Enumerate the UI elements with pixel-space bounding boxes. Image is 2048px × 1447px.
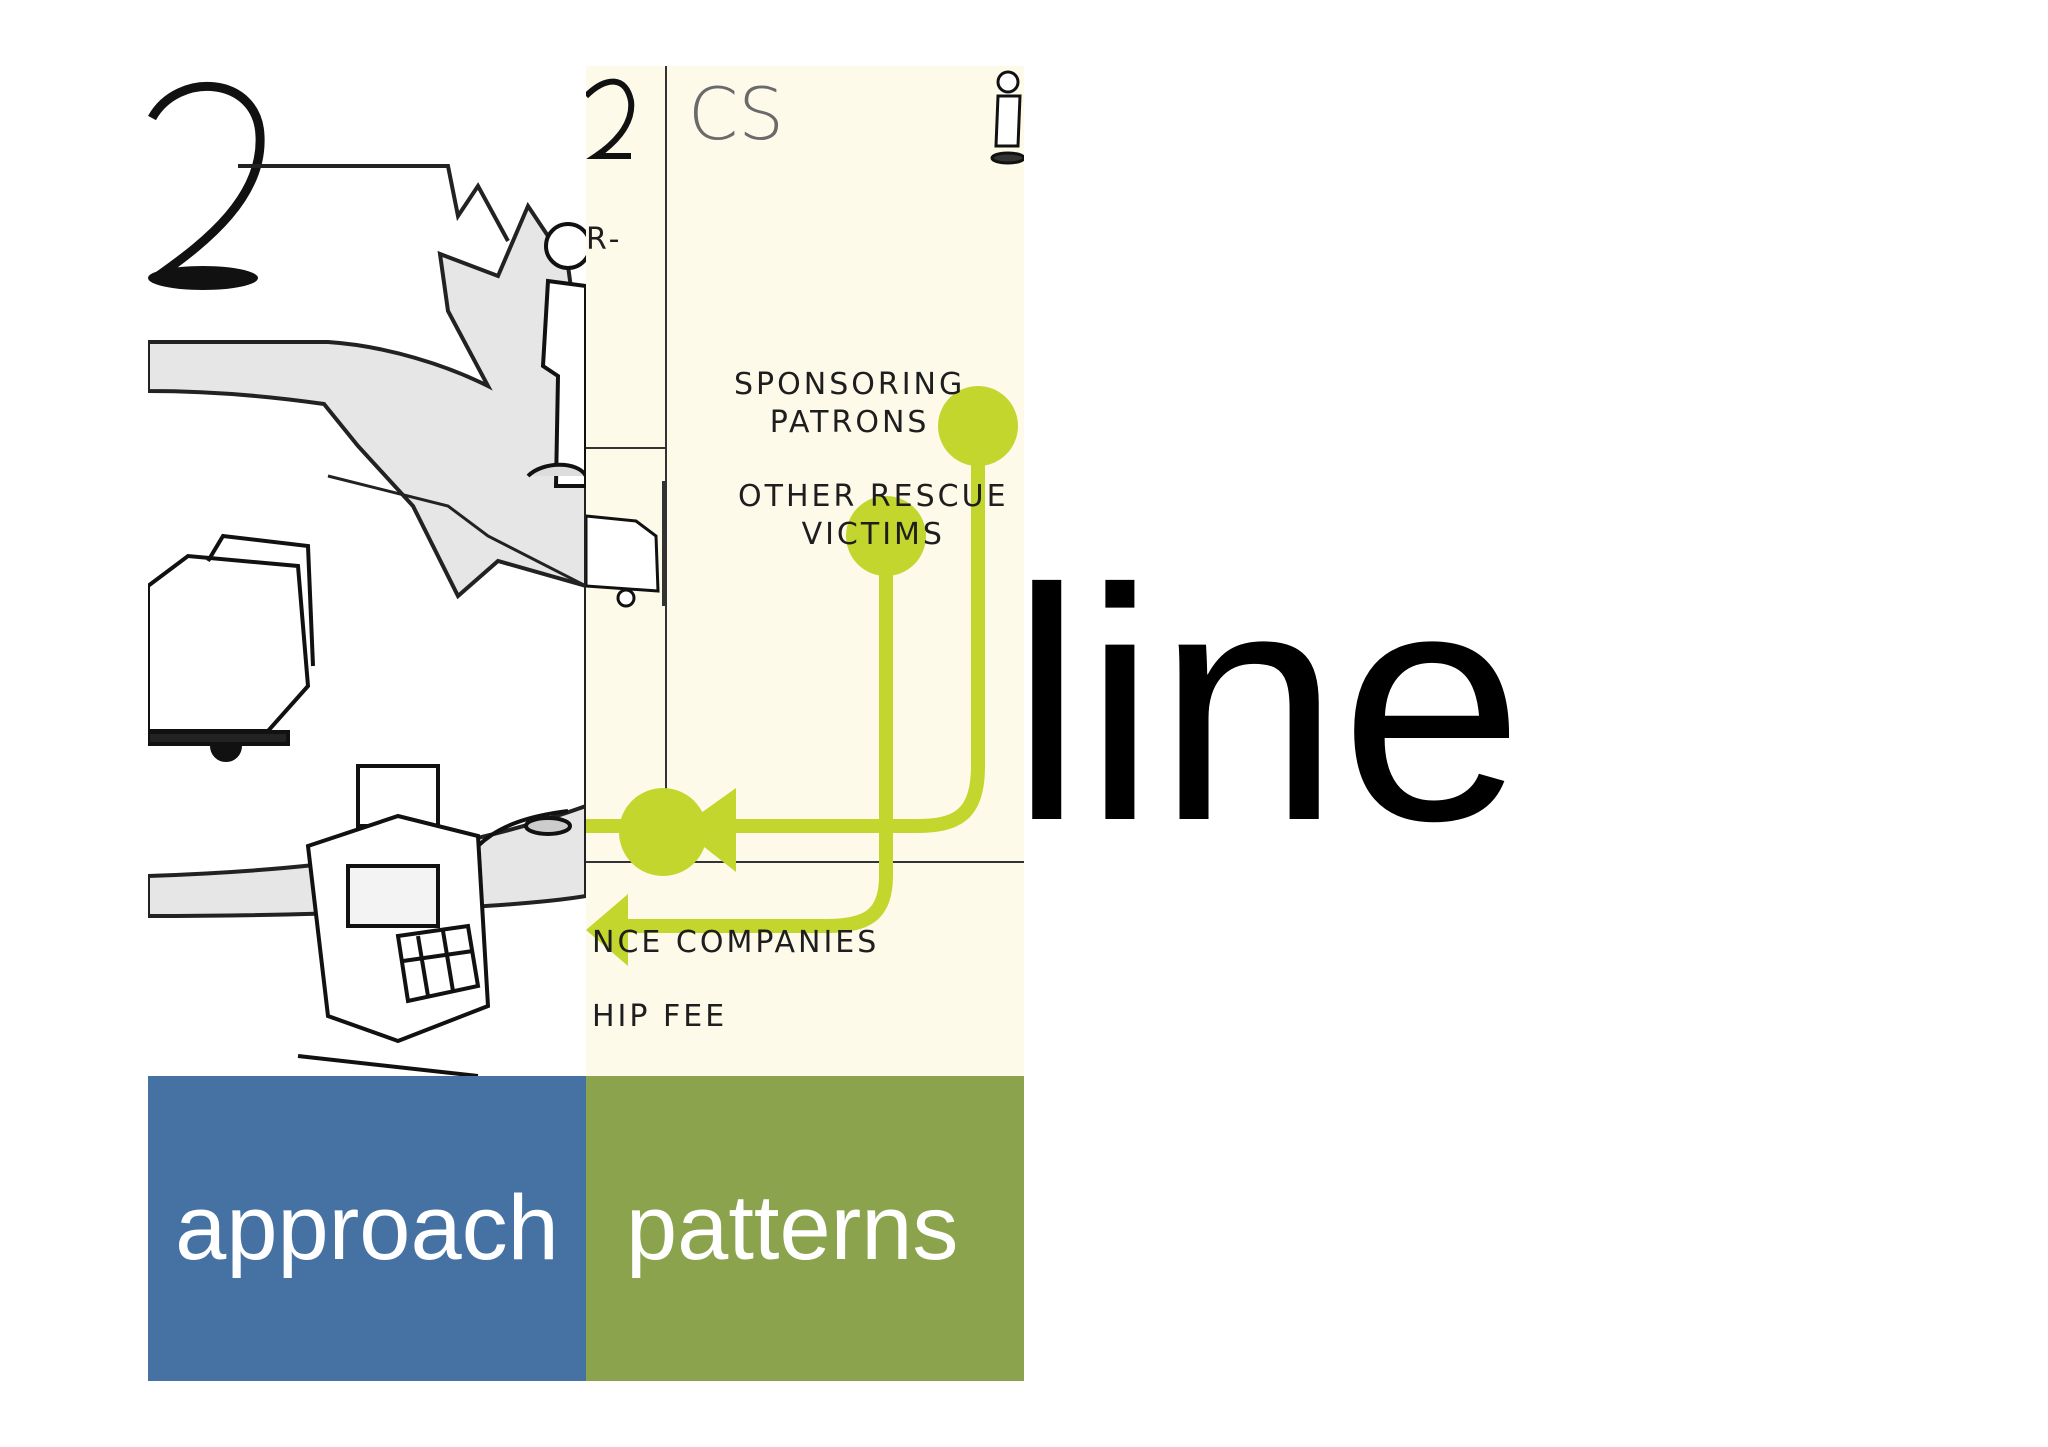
- cash-register-sketch: [297, 764, 572, 1076]
- canvas-text-fragment: R-: [586, 222, 623, 257]
- number-two-fragment: [586, 78, 635, 159]
- canvas-block-code: CS: [688, 72, 784, 156]
- sketch-illustration: [148, 81, 586, 1076]
- business-model-canvas-panel: CS R- SPONSORING PATRONS OTHER RESCUE VI…: [586, 66, 1024, 1076]
- person-icon-small: [990, 70, 1024, 165]
- patterns-tile: patterns: [586, 1076, 1024, 1381]
- label-other-rescue-victims: OTHER RESCUE VICTIMS: [738, 479, 1009, 552]
- truck-icon-small: [586, 514, 660, 608]
- label-insurance-companies: NCE COMPANIES: [592, 925, 880, 960]
- connector-node-other: [846, 496, 926, 576]
- number-two-sketch: [148, 81, 265, 280]
- canvas-grid: [586, 66, 1024, 966]
- arrow-head-bottom: [586, 894, 628, 966]
- arrow-head-hub: [680, 788, 736, 872]
- sketch-illustration-panel: [148, 66, 586, 1076]
- slide-title-word: line: [1010, 520, 1524, 889]
- curved-arrow-sketch: [148, 201, 586, 919]
- connector-node-hub: [619, 788, 707, 876]
- label-membership-fee: HIP FEE: [592, 999, 728, 1034]
- approach-tile: approach: [148, 1076, 586, 1381]
- label-sponsoring-patrons: SPONSORING PATRONS: [734, 367, 966, 440]
- connector-node-sponsoring: [938, 386, 1018, 466]
- truck-sketch: [148, 533, 315, 762]
- person-sketch: [526, 222, 586, 488]
